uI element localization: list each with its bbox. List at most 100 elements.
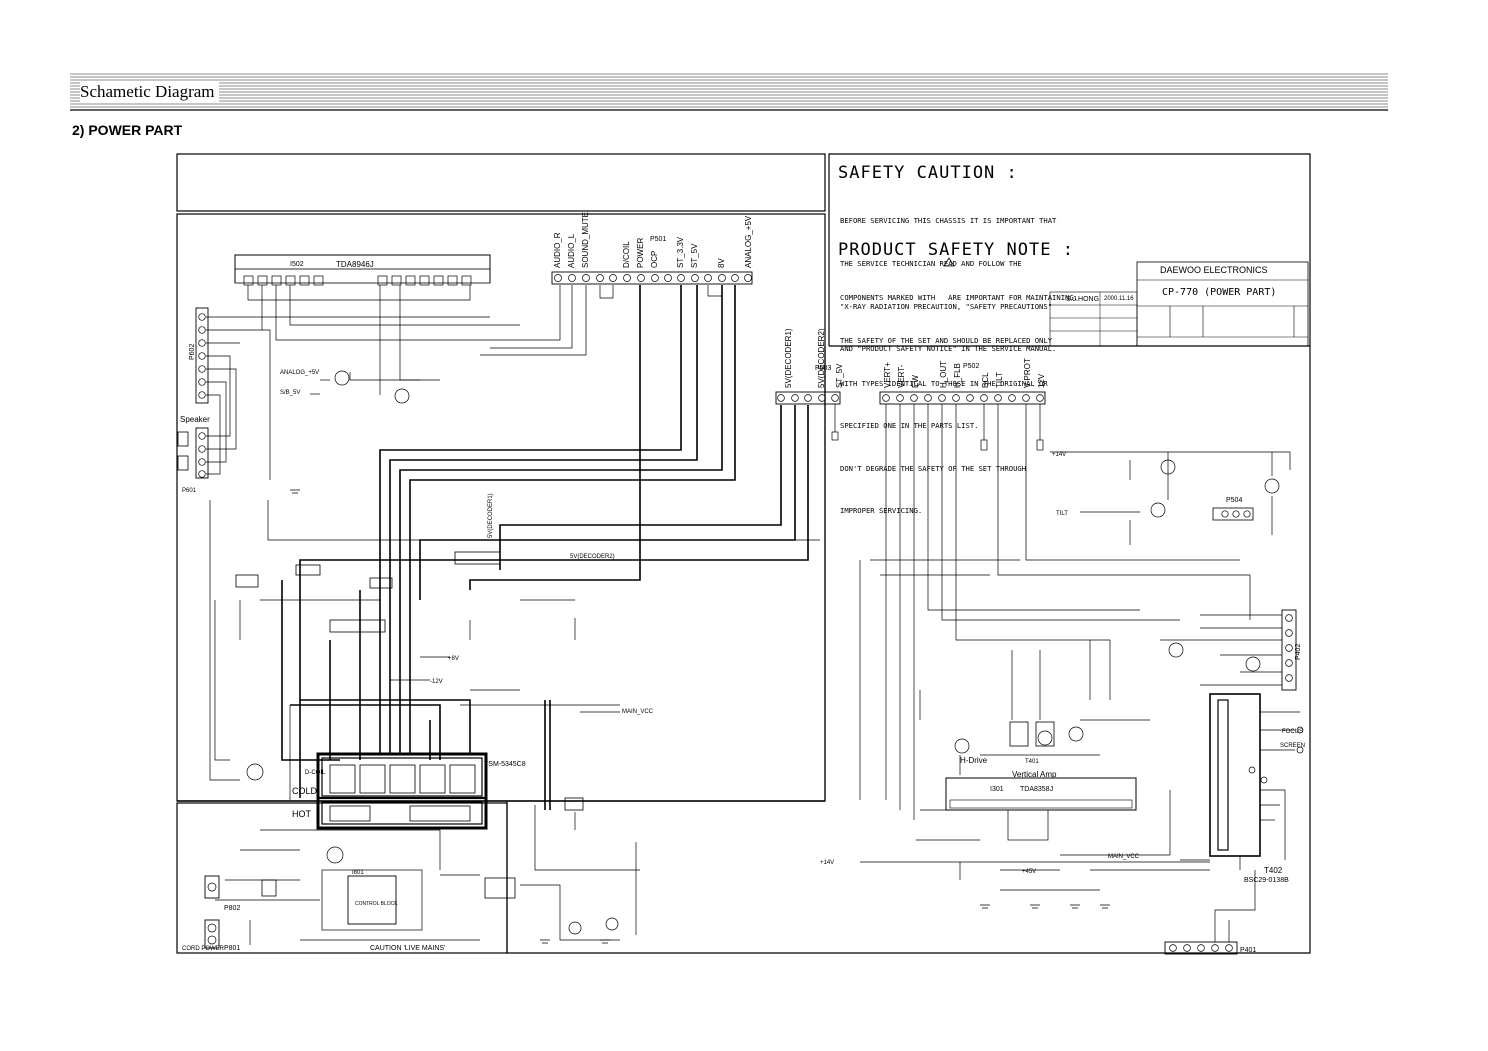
sb-5v-label: S/B_5V	[280, 390, 300, 396]
title-block	[1136, 261, 1309, 347]
decoder2-label: 5V(DECODER2)	[570, 554, 615, 560]
ic-i502-body	[234, 268, 491, 284]
title-block-company: DAEWOO ELECTRONICS	[1160, 265, 1268, 275]
focus-label: FOCUS	[1282, 729, 1303, 735]
connector-p801	[204, 919, 220, 949]
ic-i301	[945, 777, 1137, 811]
title-block-model: CP-770 (POWER PART)	[1162, 287, 1277, 298]
ic-i301-label: I301	[990, 786, 1004, 793]
title-block-drawn-by: S.J.HONG	[1066, 296, 1100, 303]
pin-12v: 12V	[1037, 373, 1046, 388]
pin-5v-decoder2: 5V(DECODER2)	[817, 328, 826, 388]
p402-label: P402	[1295, 644, 1302, 660]
screen-label: SCREEN	[1280, 743, 1305, 749]
caution-line: "X-RAY RADIATION PRECAUTION, "SAFETY PRE…	[840, 301, 1053, 311]
main-vcc-cold-label: MAIN_VCC	[622, 709, 654, 715]
hot-label: HOT	[292, 809, 312, 819]
connector-p504	[1212, 507, 1254, 521]
pin-st-5v: ST_5V	[690, 243, 699, 268]
connector-p602	[195, 307, 209, 404]
pin-audio-l: AUDIO_L	[567, 233, 576, 268]
connector-p501	[551, 271, 753, 285]
connector-p802	[204, 875, 220, 899]
d-coil-label: D-COIL	[305, 770, 326, 776]
control-block-label: CONTROL BLOCK	[355, 901, 398, 907]
speaker-label: Speaker	[180, 415, 210, 424]
fbt-t402	[1209, 693, 1261, 857]
caution-line: THE SERVICE TECHNICIAN READ AND FOLLOW T…	[840, 259, 1022, 269]
page-header-title: Schametic Diagram	[80, 82, 219, 102]
connector-p402	[1281, 609, 1297, 691]
ic-tda8946j-label: TDA8946J	[336, 260, 374, 269]
safety-caution-title: SAFETY CAUTION :	[838, 163, 1018, 183]
main-vcc-label: MAIN_VCC	[1108, 854, 1140, 860]
pin-ew: EW	[911, 375, 920, 388]
pin-st-3-3v: ST_3.3V	[676, 236, 685, 268]
transformer-outline	[316, 752, 488, 830]
pin-st-5v-p503: ST_5V	[835, 363, 844, 388]
plus45v-label: +45V	[1022, 869, 1036, 875]
p401-label: P401	[1240, 947, 1256, 954]
caution-live-mains-label: CAUTION 'LIVE MAINS'	[370, 945, 445, 952]
note-line: DON'T DEGRADE THE SAFETY OF THE SET THRO…	[840, 463, 1027, 473]
t402-label: T402	[1264, 866, 1283, 875]
note-line: IMPROPER SERVICING.	[840, 506, 923, 516]
pin-h-flb: H_FLB	[953, 363, 962, 388]
pin-d-coil: D/COIL	[622, 241, 631, 268]
tilt-label: TILT	[1056, 511, 1068, 517]
pin-v-prot: V-PROT	[1023, 358, 1032, 388]
p802-label: P802	[224, 905, 240, 912]
cold-label: COLD	[292, 786, 318, 796]
t401-label: T401	[1025, 759, 1039, 765]
p801-label: P801	[224, 945, 240, 952]
pin-vert-minus: VERT-	[897, 364, 906, 388]
pin-vert-plus: VERT+	[883, 362, 892, 388]
pin-tilt: TILT	[995, 372, 1004, 388]
decoder1-label: 5V(DECODER1)	[488, 493, 494, 538]
vertical-amp-label: Vertical Amp	[1012, 770, 1057, 779]
p501-label: P501	[650, 236, 666, 243]
plus14v-vert-label: +14V	[820, 860, 834, 866]
transformer-hot-side	[321, 801, 483, 825]
hot-side-frame	[176, 802, 508, 954]
plus8v-label: +8V	[448, 656, 459, 662]
p503-label: P503	[815, 365, 831, 372]
ic-i502-label: I502	[290, 261, 304, 268]
ic-tda8358j-label: TDA8358J	[1020, 786, 1053, 793]
top-blank-frame	[176, 153, 826, 212]
pin-ocp: OCP	[650, 251, 659, 268]
plus14v-label: +14V	[1052, 452, 1066, 458]
pin-sound-mute: SOUND_MUTE	[581, 212, 590, 268]
title-block-date: 2000.11.16	[1104, 296, 1134, 302]
p502-label: P502	[963, 363, 979, 370]
note-line: COMPONENTS MARKED WITH ARE IMPORTANT FOR…	[840, 293, 1078, 303]
safety-caution-text: BEFORE SERVICING THIS CHASSIS IT IS IMPO…	[840, 186, 1056, 371]
connector-p601	[195, 427, 209, 479]
right-frame	[506, 153, 1311, 954]
cold-side-frame	[176, 213, 826, 802]
product-safety-note-title: PRODUCT SAFETY NOTE :	[838, 240, 1074, 260]
transformer-cold-side	[321, 757, 483, 797]
fbt-label: BSC29-0138B	[1244, 877, 1289, 884]
pin-power: POWER	[636, 238, 645, 268]
pin-5v-decoder1: 5V(DECODER1)	[784, 328, 793, 388]
p504-label: P504	[1226, 497, 1242, 504]
cord-power-label: CORD POWER	[182, 946, 225, 952]
pin-audio-r: AUDIO_R	[553, 232, 562, 268]
header-rule-lines	[70, 73, 1388, 111]
transformer-label: TSM-5345C8	[484, 761, 526, 768]
ic-i801	[347, 875, 397, 925]
caution-line: AND "PRODUCT SAFETY NOTICE" IN THE SERVI…	[840, 344, 1057, 354]
note-line: WITH TYPES IDENTICAL TO THOSE IN THE ORI…	[840, 378, 1048, 388]
ic-i801-label: I801	[352, 870, 364, 876]
connector-p502	[879, 391, 1046, 405]
connector-p401	[1164, 941, 1238, 955]
section-title: 2) POWER PART	[72, 122, 183, 138]
pin-h-out: H_OUT	[939, 361, 948, 388]
pin-analog-5v: ANALOG_+5V	[744, 215, 753, 268]
h-drive-label: H-Drive	[960, 756, 988, 765]
caution-line: BEFORE SERVICING THIS CHASSIS IT IS IMPO…	[840, 216, 1057, 226]
pin-8v: 8V	[717, 258, 726, 268]
p601-label: P601	[182, 488, 197, 494]
